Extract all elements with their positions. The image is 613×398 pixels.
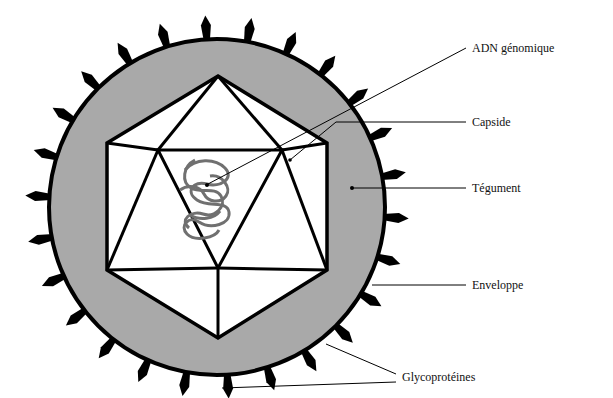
- part-label: Enveloppe: [470, 278, 525, 292]
- part-label: Tégument: [470, 181, 523, 195]
- leader-lines: [208, 48, 466, 388]
- part-label: Glycoprotéines: [400, 370, 477, 384]
- capsid: [107, 76, 327, 338]
- envelope: [49, 39, 385, 375]
- capsid-edges: [107, 76, 327, 338]
- part-label: ADN génomique: [470, 41, 556, 55]
- glycoprotein-spikes: [25, 15, 408, 398]
- part-label: Capside: [470, 115, 513, 129]
- genomic-dna: [180, 160, 229, 238]
